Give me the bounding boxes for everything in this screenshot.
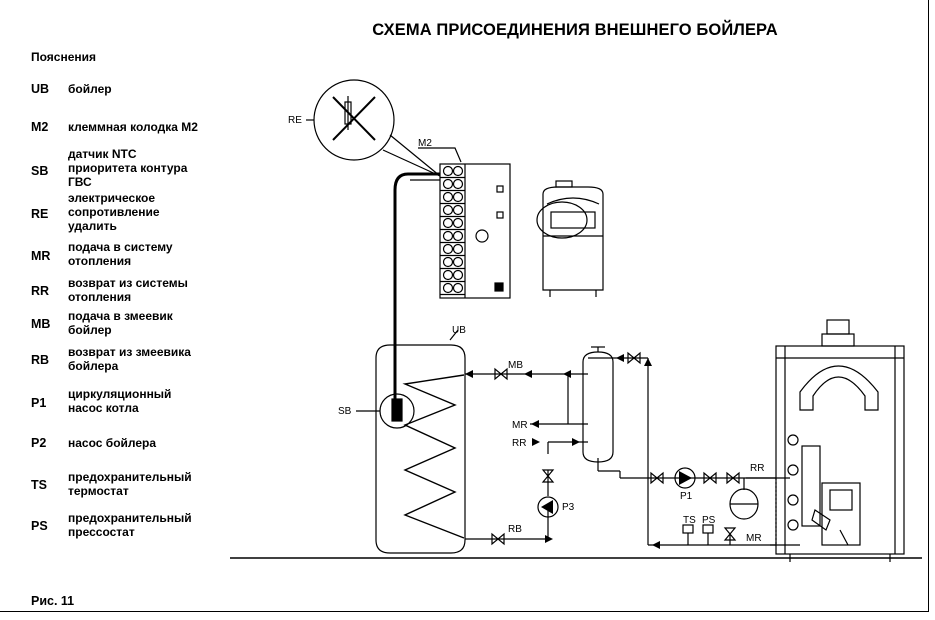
sensor-cable bbox=[393, 172, 440, 420]
legend-code-p1: P1 bbox=[31, 396, 47, 410]
terminal-screw bbox=[442, 269, 454, 281]
legend-text-ps: предохранительный прессостат bbox=[68, 511, 192, 539]
terminal-screw bbox=[452, 256, 464, 268]
legend-code-m2: M2 bbox=[31, 120, 49, 134]
label-mr-right: MR bbox=[746, 533, 762, 544]
label-rb: RB bbox=[508, 524, 522, 535]
floor-boiler bbox=[775, 319, 905, 562]
legend-text-rr: возврат из системы отопления bbox=[68, 276, 188, 304]
ts-device bbox=[682, 524, 694, 534]
terminal-screw bbox=[452, 217, 464, 229]
m2-terminal-block bbox=[418, 147, 511, 299]
legend-text-p1: циркуляционный насос котла bbox=[68, 387, 172, 415]
legend-code-sb: SB bbox=[31, 164, 49, 178]
legend-code-mb: MB bbox=[31, 317, 51, 331]
terminal-screw bbox=[452, 230, 464, 242]
pump-p1 bbox=[674, 467, 696, 489]
wall-boiler bbox=[536, 180, 604, 297]
legend-text-sb: датчик NTC приоритета контура ГВС bbox=[68, 147, 188, 189]
terminal-screw bbox=[452, 165, 464, 177]
legend-text-rb: возврат из змеевика бойлера bbox=[68, 345, 191, 373]
pipe-network bbox=[465, 357, 777, 546]
page-title: СХЕМА ПРИСОЕДИНЕНИЯ ВНЕШНЕГО БОЙЛЕРА bbox=[372, 21, 778, 39]
figure-label: Рис. 11 bbox=[31, 594, 75, 608]
label-re: RE bbox=[288, 115, 302, 126]
re-magnifier bbox=[313, 79, 441, 177]
terminal-screw bbox=[452, 178, 464, 190]
legend-text-ub: бойлер bbox=[68, 82, 112, 96]
flow-arrows bbox=[465, 354, 660, 549]
legend-text-re: электрическое сопротивление удалить bbox=[68, 191, 160, 233]
legend-code-p2: P2 bbox=[31, 436, 47, 450]
label-p1: P1 bbox=[680, 491, 693, 502]
legend-code-mr: MR bbox=[31, 249, 51, 263]
legend-text-mb: подача в змеевик бойлер bbox=[68, 309, 173, 337]
valves bbox=[491, 351, 740, 546]
terminal-screw bbox=[452, 204, 464, 216]
label-m2: M2 bbox=[418, 138, 432, 149]
expansion-vessel bbox=[729, 488, 759, 520]
terminal-screw bbox=[442, 178, 454, 190]
terminal-screw bbox=[442, 217, 454, 229]
terminal-screw bbox=[442, 256, 454, 268]
terminal-screw bbox=[442, 230, 454, 242]
legend-code-rr: RR bbox=[31, 284, 50, 298]
legend-code-ts: TS bbox=[31, 478, 47, 492]
label-ub: UB bbox=[452, 325, 466, 336]
label-rr-left: RR bbox=[512, 438, 526, 449]
legend-text-p2: насос бойлера bbox=[68, 436, 157, 450]
terminal-screw bbox=[452, 282, 464, 294]
terminal-screw bbox=[442, 191, 454, 203]
legend-heading: Пояснения bbox=[31, 50, 97, 64]
terminal-screw bbox=[442, 282, 454, 294]
terminal-screw bbox=[442, 204, 454, 216]
pump-p3 bbox=[537, 496, 559, 518]
ps-device bbox=[702, 524, 714, 534]
label-rr-right: RR bbox=[750, 463, 764, 474]
terminal-screw bbox=[442, 243, 454, 255]
legend-code-re: RE bbox=[31, 207, 49, 221]
terminal-screw bbox=[452, 243, 464, 255]
boiler-tank-ub bbox=[375, 329, 466, 554]
hydraulic-separator bbox=[582, 346, 614, 463]
terminal-screw bbox=[452, 191, 464, 203]
label-ps: PS bbox=[702, 515, 716, 526]
label-mr-left: MR bbox=[512, 420, 528, 431]
label-ts: TS bbox=[683, 515, 696, 526]
legend-code-ps: PS bbox=[31, 519, 48, 533]
terminal-screw bbox=[452, 269, 464, 281]
label-mb: MB bbox=[508, 360, 523, 371]
terminal-screw bbox=[442, 165, 454, 177]
label-p3: P3 bbox=[562, 502, 575, 513]
legend-code-ub: UB bbox=[31, 82, 50, 96]
legend-text-mr: подача в систему отопления bbox=[68, 240, 173, 268]
legend-text-ts: предохранительный термостат bbox=[68, 470, 192, 498]
label-sb: SB bbox=[338, 406, 352, 417]
legend-code-rb: RB bbox=[31, 353, 50, 367]
legend-text-m2: клеммная колодка M2 bbox=[68, 120, 198, 134]
